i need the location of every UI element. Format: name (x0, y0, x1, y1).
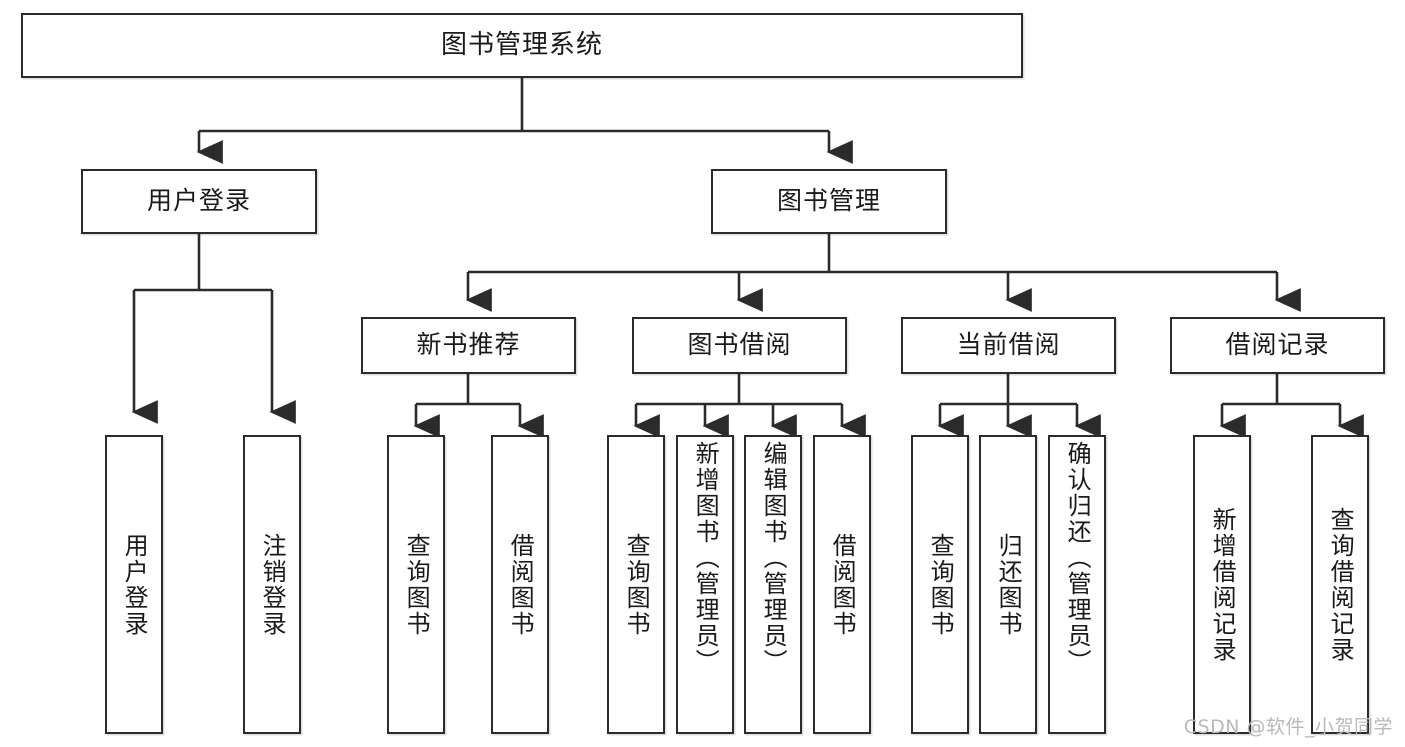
node-label: 图书借阅 (687, 330, 792, 360)
leaf-label: 确认归还（管理员） (1063, 441, 1092, 675)
leaf-query-book-recommend[interactable]: 查询图书 (387, 435, 445, 734)
leaf-logout-login[interactable]: 注销登录 (243, 435, 301, 734)
leaf-confirm-return-admin[interactable]: 确认归还（管理员） (1048, 435, 1106, 734)
leaf-return-book[interactable]: 归还图书 (979, 435, 1037, 734)
node-user-login[interactable]: 用户登录 (81, 169, 317, 234)
node-label: 当前借阅 (956, 330, 1061, 360)
leaf-add-book-admin[interactable]: 新增图书（管理员） (676, 435, 734, 734)
node-new-book-recommend[interactable]: 新书推荐 (361, 317, 576, 374)
leaf-label: 注销登录 (258, 532, 287, 637)
leaf-user-login[interactable]: 用户登录 (105, 435, 163, 734)
leaf-borrow-book-borrow[interactable]: 借阅图书 (813, 435, 871, 734)
leaf-label: 用户登录 (120, 532, 149, 637)
leaf-label: 借阅图书 (506, 532, 535, 637)
leaf-edit-book-admin[interactable]: 编辑图书（管理员） (744, 435, 802, 734)
leaf-label: 新增图书（管理员） (691, 441, 720, 675)
node-borrow-record[interactable]: 借阅记录 (1170, 317, 1385, 374)
node-label: 借阅记录 (1225, 330, 1330, 360)
leaf-label: 查询图书 (622, 532, 651, 637)
leaf-label: 借阅图书 (828, 532, 857, 637)
node-label: 用户登录 (146, 186, 251, 216)
node-label: 图书管理系统 (440, 29, 603, 60)
leaf-add-borrow-record[interactable]: 新增借阅记录 (1193, 435, 1251, 734)
node-label: 图书管理 (776, 186, 881, 216)
leaf-query-borrow-record[interactable]: 查询借阅记录 (1311, 435, 1369, 734)
leaf-label: 查询借阅记录 (1326, 506, 1355, 663)
leaf-label: 编辑图书（管理员） (759, 441, 788, 675)
node-root-book-management-system[interactable]: 图书管理系统 (21, 13, 1023, 78)
node-book-borrow[interactable]: 图书借阅 (632, 317, 847, 374)
node-current-borrow[interactable]: 当前借阅 (901, 317, 1116, 374)
leaf-borrow-book-recommend[interactable]: 借阅图书 (491, 435, 549, 734)
leaf-query-book-current[interactable]: 查询图书 (911, 435, 969, 734)
leaf-label: 归还图书 (994, 532, 1023, 637)
leaf-query-book-borrow[interactable]: 查询图书 (607, 435, 665, 734)
node-book-management[interactable]: 图书管理 (711, 169, 947, 234)
node-label: 新书推荐 (416, 330, 521, 360)
leaf-label: 查询图书 (926, 532, 955, 637)
leaf-label: 查询图书 (402, 532, 431, 637)
leaf-label: 新增借阅记录 (1208, 506, 1237, 663)
